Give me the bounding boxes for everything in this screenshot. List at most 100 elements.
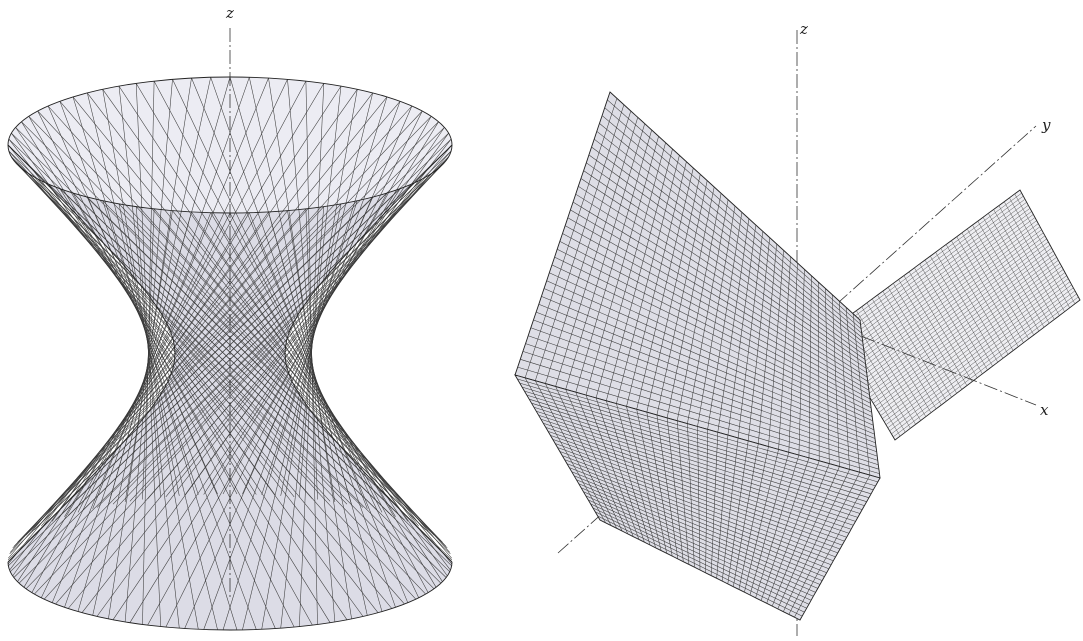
- hyperboloid-ruling-line: [280, 86, 342, 629]
- saddle-back-wing-grid-line: [1003, 201, 1065, 312]
- saddle-x-label: x: [1040, 401, 1049, 419]
- hyperboloid-ruling-line: [87, 92, 218, 630]
- saddle-front-wing-grid-line: [852, 313, 871, 476]
- saddle-back-wing-grid-line: [1009, 197, 1070, 308]
- hyperboloid-ruling-line: [59, 101, 452, 559]
- hyperboloid-ruling-line: [118, 203, 180, 496]
- hyperboloid-z-label: z: [225, 4, 234, 22]
- hyperboloid-ruling-line: [261, 200, 358, 495]
- hyperboloid-ruling-line: [222, 96, 388, 631]
- hyperboloid-ruling-line: [51, 77, 269, 603]
- hyperboloid-ruling-line: [124, 79, 173, 622]
- hyperboloid-ruling-line: [102, 89, 199, 630]
- saddle-front-wing-grid-line: [831, 294, 840, 467]
- saddle-front-wing-grid-line: [525, 343, 878, 461]
- hyperboloid-ruling-line: [129, 121, 439, 623]
- hyperboloid-ruling-line: [64, 77, 250, 608]
- saddle-lower-wing-grid-line: [771, 463, 830, 607]
- saddle-lower-wing-grid-line: [783, 469, 850, 612]
- hyperboloid-ruling-line: [210, 77, 396, 608]
- hyperboloid-ruling-line: [15, 162, 426, 595]
- hyperboloid-ruling-line: [25, 121, 439, 536]
- hyperboloid-ruling-line: [7, 192, 388, 561]
- hyperboloid-ruling-line: [51, 211, 269, 522]
- saddle-lower-wing-grid-line: [794, 474, 871, 618]
- hyperboloid-ruling-line: [64, 212, 250, 517]
- hyperboloid-ruling-line: [72, 192, 238, 495]
- hyperboloid-ruling-line: [11, 156, 364, 508]
- hyperboloid-left-silhouette: [7, 144, 176, 563]
- hyperboloid-ruling-line: [21, 121, 435, 536]
- saddle-back-wing-grid-line: [885, 284, 1072, 425]
- saddle-back-wing-grid-line: [993, 209, 1055, 320]
- saddle-front-wing-grid-line: [845, 307, 860, 473]
- hyperboloid-diagram: z: [7, 4, 453, 631]
- hyperboloid-ruling-line: [102, 89, 448, 577]
- saddle-lower-wing-grid-line: [590, 503, 810, 605]
- saddle-front-wing-grid-line: [522, 351, 879, 466]
- hyperboloid-ruling-line: [135, 206, 161, 498]
- hyperboloid-ruling-line: [87, 196, 218, 495]
- saddle-y-label: y: [1041, 116, 1051, 134]
- hyperboloid-right-silhouette: [284, 144, 453, 563]
- hyperboloid-ruling-line: [77, 212, 231, 513]
- hyperboloid-ruling-line: [17, 203, 342, 543]
- hyperboloid-ruling-line: [81, 138, 452, 613]
- hyperboloid-ruling-line: [12, 200, 358, 549]
- hyperboloid-ruling-line: [43, 156, 449, 600]
- hyperboloid-ruling-line: [96, 156, 449, 508]
- hyperboloid-ruling-line: [102, 200, 199, 495]
- saddle-front-patch: [514, 91, 881, 621]
- saddle-back-wing-grid-line: [891, 293, 1077, 435]
- saddle-back-wing-grid-line: [889, 290, 1076, 431]
- hyperboloid-rulings: [7, 76, 453, 631]
- hyperboloid-ruling-line: [21, 121, 331, 623]
- saddle-diagram: z y x: [514, 20, 1081, 636]
- hyperboloid-ruling-line: [7, 144, 393, 609]
- hyperboloid-ruling-line: [34, 162, 445, 595]
- hyperboloid-ruling-line: [41, 79, 288, 598]
- hyperboloid-ruling-line: [28, 116, 313, 626]
- hyperboloid-ruling-line: [112, 127, 445, 620]
- hyperboloid-bottom-rim: [7, 561, 453, 631]
- saddle-front-wing-grid-line: [838, 300, 850, 470]
- saddle-z-label: z: [799, 20, 808, 38]
- hyperboloid-ruling-line: [242, 92, 373, 630]
- hyperboloid-ruling-line: [11, 133, 416, 525]
- saddle-back-patch: [829, 189, 1081, 441]
- hyperboloid-ruling-line: [17, 85, 342, 582]
- saddle-front-wing-grid-line: [520, 359, 879, 470]
- hyperboloid-ruling-line: [8, 138, 405, 521]
- saddle-back-wing-grid-line: [893, 296, 1079, 438]
- hyperboloid-ruling-line: [184, 105, 413, 629]
- hyperboloid-ruling-line: [8, 188, 401, 566]
- hyperboloid-ruling-line: [34, 127, 445, 531]
- saddle-lower-wing-grid-line: [592, 507, 807, 609]
- hyperboloid-ruling-line: [268, 77, 352, 619]
- saddle-lower-wing-grid-line: [595, 511, 805, 613]
- hyperboloid-ruling-line: [37, 110, 447, 547]
- hyperboloid-ruling-line: [191, 77, 409, 603]
- hyperboloid-ruling-line: [55, 138, 452, 521]
- saddle-back-wing-grid-line: [1014, 193, 1076, 305]
- hyperboloid-ruling-line: [7, 144, 392, 516]
- hyperboloid-ruling-line: [23, 83, 325, 588]
- hyperboloid-ruling-line: [15, 127, 426, 531]
- hyperboloid-ruling-line: [41, 210, 288, 527]
- hyperboloid-outline: [7, 76, 453, 631]
- saddle-front-wing-grid-line: [530, 327, 877, 452]
- hyperboloid-ruling-line: [147, 116, 432, 626]
- hyperboloid-ruling-line: [118, 85, 443, 582]
- saddle-front-wing-grid-line: [517, 366, 880, 474]
- hyperboloid-ruling-line: [28, 173, 442, 584]
- saddle-lower-wing-grid-line: [597, 515, 803, 617]
- hyperboloid-ruling-line: [21, 168, 331, 502]
- saddle-lower-wing-grid-line: [777, 466, 840, 610]
- hyperboloid-ruling-line: [280, 203, 342, 496]
- saddle-back-wing-grid-line: [998, 205, 1060, 316]
- hyperboloid-ruling-line: [135, 83, 437, 588]
- hyperboloid-ruling-line: [72, 96, 453, 565]
- hyperboloid-ruling-line: [59, 188, 257, 495]
- hyperboloid-ruling-line: [261, 89, 358, 630]
